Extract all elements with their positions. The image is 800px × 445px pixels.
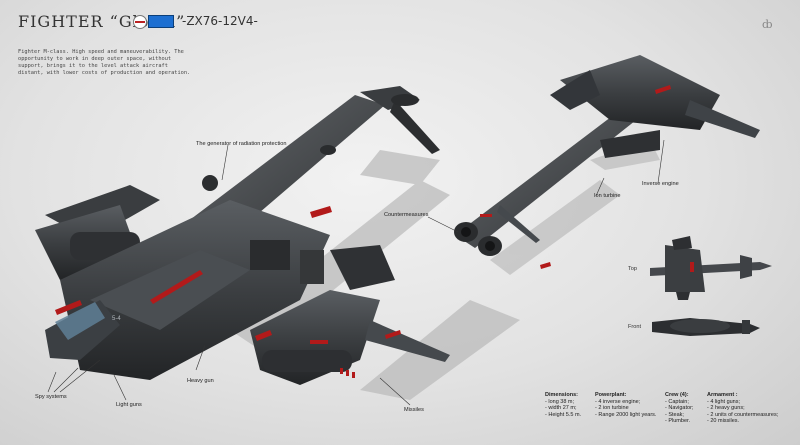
specs-crew-heading: Crew (4): (665, 392, 689, 398)
emblem-icon (133, 15, 147, 29)
view-label-front: Front (628, 324, 642, 330)
callout-inverse-engine: Inverse engine (642, 181, 679, 187)
specs-dimensions-item: - Height 5.5 m. (545, 411, 582, 418)
rear-ship-top-body (560, 55, 720, 130)
callout-light-guns: Light guns (116, 402, 142, 408)
callout-ion-turbine: Ion turbine (594, 193, 621, 199)
faction-flag-icon (148, 15, 174, 28)
top-view-ship (650, 236, 772, 300)
ship-code: -ZX76-12V4- (182, 14, 258, 28)
specs-armament: Armament : - 4 light guns; - 2 heavy gun… (707, 392, 778, 425)
rear-ship (454, 55, 760, 269)
specs-dimensions-item: - width 27 m; (545, 405, 577, 412)
artist-signature: ȸ (762, 18, 773, 31)
specs-powerplant-item: - 2 ion turbine (595, 405, 629, 412)
specs-crew-item: - Navigator; (665, 405, 694, 412)
specs-armament-item: - 20 missiles. (707, 418, 740, 425)
specs-crew: Crew (4): - Captain; - Navigator; - Stea… (665, 392, 693, 425)
callout-missiles: Missiles (404, 407, 424, 413)
callout-leaders (47, 139, 665, 406)
callout-generator: The generator of radiation protection (196, 141, 287, 147)
main-ship-right-wing (365, 320, 450, 362)
front-view-ship (652, 318, 760, 336)
specs-armament-item: - 4 light guns; (707, 398, 741, 405)
specs-powerplant-item: - 4 inverse engine; (595, 398, 641, 405)
specs-crew-item: - Captain; (665, 398, 689, 405)
view-label-top: Top (628, 266, 638, 272)
main-ship-tail-fin (390, 100, 440, 154)
specs-dimensions-item: - long 38 m; (545, 398, 575, 405)
specs-dimensions: Dimensions: - long 38 m; - width 27 m; -… (545, 392, 581, 418)
callout-heavy-gun: Heavy gun (187, 378, 214, 384)
hull-marking: 5-4 (112, 316, 121, 322)
specs-powerplant-heading: Powerplant: (595, 392, 627, 398)
ship-description: Fighter M-class. High speed and maneuver… (18, 49, 191, 76)
specs-crew-item: - Steak; (665, 411, 684, 418)
main-ship-red-markings (55, 206, 401, 344)
specs-armament-item: - 2 heavy guns; (707, 405, 745, 412)
specs-powerplant-item: - Range 2000 light years. (595, 411, 657, 418)
main-ship: 5-4 (35, 86, 450, 385)
specs-powerplant: Powerplant: - 4 inverse engine; - 2 ion … (595, 392, 656, 418)
specs-armament-heading: Armament : (707, 392, 738, 398)
callout-countermeasures: Countermeasures (384, 212, 429, 218)
specs-dimensions-heading: Dimensions: (545, 392, 579, 398)
specs-armament-item: - 2 units of countermeasures; (707, 411, 779, 418)
callout-spy-systems: Spy systems (35, 394, 67, 400)
specs-crew-item: - Plumber. (665, 418, 691, 425)
